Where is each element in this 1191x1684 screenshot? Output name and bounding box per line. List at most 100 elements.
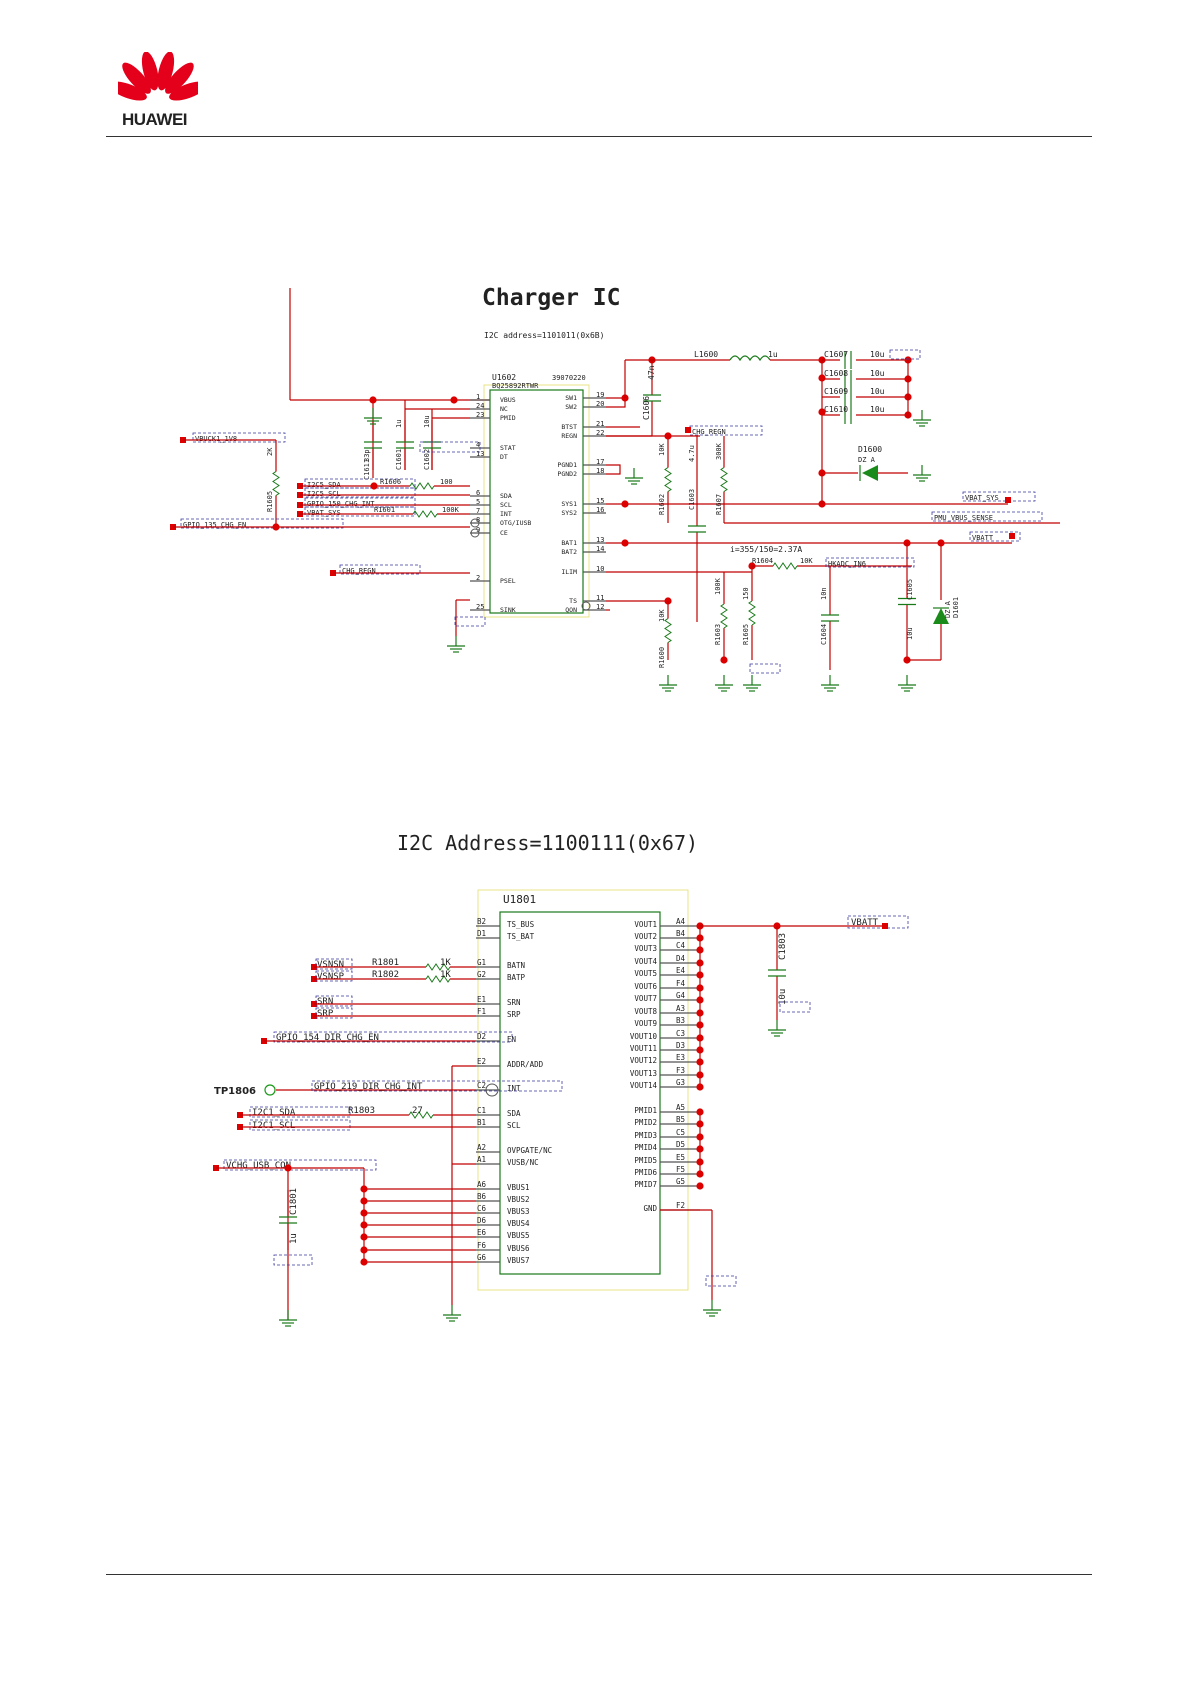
- pin-name: VUSB/NC: [507, 1158, 539, 1167]
- logo-petal: [157, 52, 175, 91]
- pin-name: VBUS: [500, 396, 516, 404]
- pin-name: TS_BAT: [507, 932, 535, 941]
- junction-dot: [360, 1185, 368, 1193]
- junction-dot: [696, 1021, 704, 1029]
- pin-ball: E2: [477, 1057, 486, 1066]
- pin-name: ADDR/ADD: [507, 1060, 544, 1069]
- junction-dot: [696, 1120, 704, 1128]
- pin-name: TS_BUS: [507, 920, 535, 929]
- pin-ball: F1: [477, 1007, 486, 1016]
- resistor: [772, 562, 798, 570]
- junction-dot: [696, 946, 704, 954]
- pin-number: 4: [476, 441, 480, 449]
- logo-petal: [141, 52, 159, 91]
- pin-ball: G4: [676, 991, 686, 1000]
- pin-ball: F4: [676, 979, 686, 988]
- junction-dot: [621, 500, 629, 508]
- pin-ball: B1: [477, 1118, 486, 1127]
- cap-ref: C1602: [423, 449, 431, 470]
- pin-ball: E5: [676, 1153, 685, 1162]
- pin-ball: C3: [676, 1029, 685, 1038]
- pin-ball: C5: [676, 1128, 685, 1137]
- junction-dot: [696, 1158, 704, 1166]
- res-ref: R1606: [380, 478, 401, 486]
- net-label-box: [304, 487, 416, 498]
- charger-title: Charger IC: [482, 285, 620, 311]
- pin-ball: E3: [676, 1053, 685, 1062]
- junction-dot: [696, 1034, 704, 1042]
- junction-dot: [818, 374, 826, 382]
- cap-value: 10u: [870, 369, 885, 378]
- net-label: HKADC_IN6: [828, 560, 866, 568]
- net-label: CHG_REGN: [692, 428, 726, 436]
- net-label: GPIO_150_CHG_INT: [307, 500, 375, 508]
- res-value: 10K: [658, 443, 666, 456]
- pin-number: 16: [596, 506, 604, 514]
- pin-name: SINK: [500, 606, 516, 614]
- junction-dot: [696, 996, 704, 1004]
- junction-dot: [696, 1071, 704, 1079]
- junction-dot: [696, 1058, 704, 1066]
- pin-ball: A3: [676, 1004, 685, 1013]
- junction-dot: [696, 1145, 704, 1153]
- res-value: 2K: [266, 447, 274, 456]
- net-label-box: [249, 1119, 351, 1131]
- res-value: 1K: [440, 958, 451, 968]
- net-label-box: [962, 491, 1036, 502]
- ilim-note: i=355/150=2.37A: [730, 545, 802, 554]
- net-label-box: [315, 1007, 353, 1019]
- pin-ball: A1: [477, 1155, 486, 1164]
- net-label: VBATT: [851, 918, 879, 928]
- junction-dot: [664, 432, 672, 440]
- pin-name: BTST: [561, 423, 577, 431]
- cap-ref: C1803: [778, 933, 788, 960]
- res-ref: R1602: [658, 494, 666, 515]
- pin-name: SCL: [500, 501, 512, 509]
- net-label: I2C5_SDA: [307, 481, 342, 489]
- pin-name: GND: [643, 1204, 657, 1213]
- pin-name: CE: [500, 529, 508, 537]
- net-label: SRP: [317, 1009, 334, 1019]
- junction-dot: [360, 1258, 368, 1266]
- cap-value: 10u: [870, 405, 885, 414]
- net-port: [1005, 497, 1011, 503]
- junction-dot: [696, 1009, 704, 1017]
- chip-part: BQ25892RTWR: [492, 382, 539, 390]
- pin-name: PGND1: [557, 461, 577, 469]
- res-value: 10K: [800, 557, 813, 565]
- pin-name: PGND2: [557, 470, 577, 478]
- pin-name: VOUT6: [634, 982, 657, 991]
- pin-number: 25: [476, 603, 484, 611]
- cap-ref: C1610: [824, 405, 848, 414]
- pin-ball: G2: [477, 970, 486, 979]
- net-label: VSNSP: [317, 972, 345, 982]
- junction-dot: [696, 1170, 704, 1178]
- junction-dot: [370, 482, 378, 490]
- pin-name: SCL: [507, 1121, 521, 1130]
- pin-ball: B6: [477, 1192, 487, 1201]
- pin-number: 17: [596, 458, 604, 466]
- res-value: 27: [412, 1106, 423, 1116]
- pin-bubble: [581, 601, 591, 611]
- pin-name: VOUT14: [630, 1081, 658, 1090]
- junction-dot: [696, 984, 704, 992]
- net-label: VBAT_SYS: [307, 509, 341, 517]
- pin-number: 13: [596, 536, 604, 544]
- logo-petal: [165, 62, 194, 94]
- resistor: [272, 471, 280, 496]
- pin-number: 20: [596, 400, 604, 408]
- pin-name: DT: [500, 453, 508, 461]
- pin-ball: F2: [676, 1201, 685, 1210]
- res-ref: R1801: [372, 958, 399, 968]
- pin-ball: D1: [477, 929, 486, 938]
- junction-dot: [696, 1108, 704, 1116]
- net-label: I2C1_SDA: [252, 1108, 296, 1118]
- junction-dot: [369, 396, 377, 404]
- pin-ball: D2: [477, 1032, 486, 1041]
- cap-value: 10u: [870, 387, 885, 396]
- net-label-box: [304, 506, 416, 517]
- net-port: [1009, 533, 1015, 539]
- net-label: VSNSN: [317, 960, 344, 970]
- pin-name: PMID2: [634, 1118, 657, 1127]
